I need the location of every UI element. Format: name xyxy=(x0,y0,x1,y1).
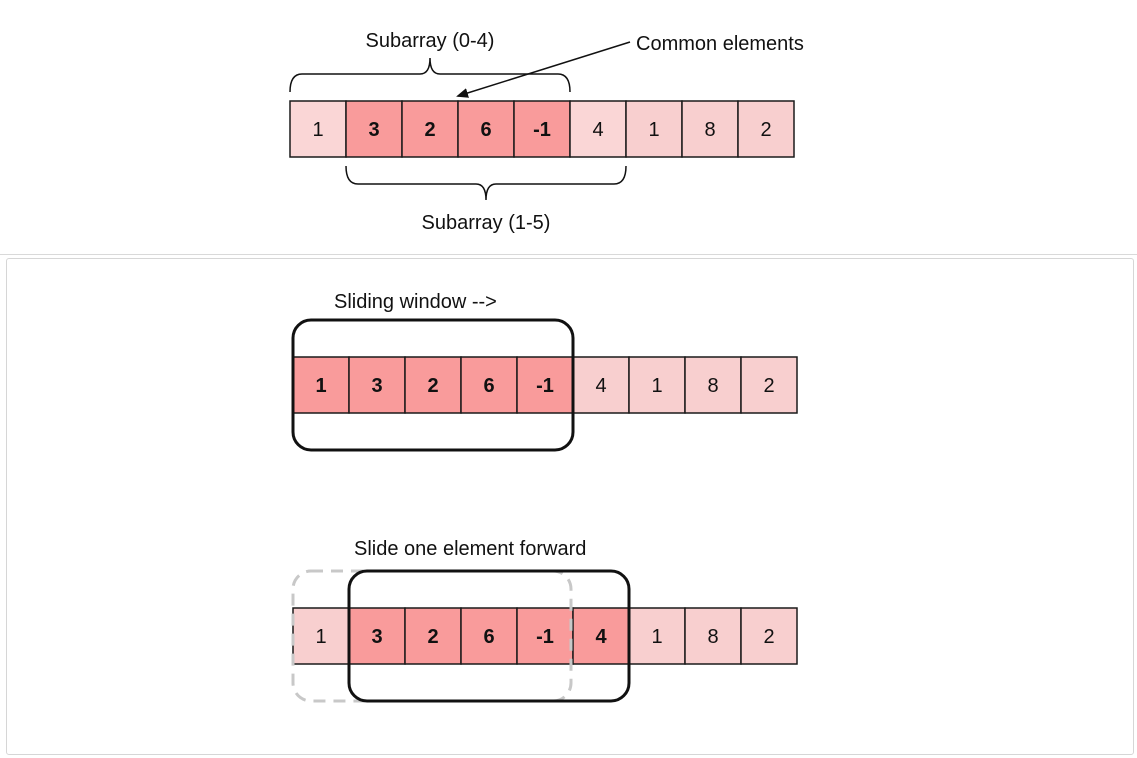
common-elements-arrow xyxy=(456,41,631,98)
array-cell xyxy=(404,607,462,665)
array-cell-value: 3 xyxy=(371,626,382,648)
array-cell xyxy=(457,100,515,158)
array-cell xyxy=(401,100,459,158)
array-cell-value: 8 xyxy=(707,375,718,397)
current-window-frame xyxy=(347,569,631,703)
array-cell-value: -1 xyxy=(536,375,554,397)
slide-forward-label: Slide one element forward xyxy=(354,538,586,560)
array-cell xyxy=(572,607,630,665)
common-elements-label: Common elements xyxy=(636,33,804,55)
array-cell-value: 2 xyxy=(427,375,438,397)
array-cell xyxy=(684,356,742,414)
subarray-0-4-brace xyxy=(289,57,571,93)
sliding-window-panel xyxy=(6,258,1134,755)
array-cell xyxy=(740,607,798,665)
array-cell-value: 2 xyxy=(760,119,771,141)
array-cell-value: 4 xyxy=(595,375,606,397)
array-cell-value: 6 xyxy=(480,119,491,141)
sliding-window-frame xyxy=(291,318,575,452)
array-cell xyxy=(684,607,742,665)
array-cell-value: 1 xyxy=(651,626,662,648)
array-cell xyxy=(625,100,683,158)
array-cell xyxy=(569,100,627,158)
array-cell xyxy=(516,356,574,414)
array-cell-value: 1 xyxy=(651,375,662,397)
array-cell xyxy=(292,356,350,414)
array-cell-value: 1 xyxy=(315,375,326,397)
array-cell-value: 2 xyxy=(427,626,438,648)
array-cell-value: 1 xyxy=(315,626,326,648)
array-cell-value: 2 xyxy=(763,626,774,648)
slide-array-row: 1 3 2 6 -1 4 1 8 2 xyxy=(292,607,798,665)
array-cell-value: 3 xyxy=(371,375,382,397)
array-cell-value: 1 xyxy=(312,119,323,141)
array-cell-value: 2 xyxy=(424,119,435,141)
array-cell-value: 4 xyxy=(592,119,603,141)
array-cell xyxy=(513,100,571,158)
array-cell xyxy=(628,356,686,414)
array-cell-value: 6 xyxy=(483,375,494,397)
array-cell-value: 8 xyxy=(704,119,715,141)
top-array-row: 1 3 2 6 -1 4 1 8 2 xyxy=(289,100,795,158)
subarray-0-4-label: Subarray (0-4) xyxy=(366,30,495,52)
array-cell xyxy=(404,356,462,414)
array-cell xyxy=(737,100,795,158)
array-cell xyxy=(628,607,686,665)
array-cell-value: 4 xyxy=(595,626,607,648)
sliding-window-label: Sliding window --> xyxy=(334,291,497,313)
array-cell xyxy=(292,607,350,665)
array-cell-value: -1 xyxy=(533,119,551,141)
array-cell xyxy=(348,356,406,414)
array-cell-value: 3 xyxy=(368,119,379,141)
array-cell xyxy=(681,100,739,158)
subarray-1-5-brace xyxy=(345,165,627,201)
array-cell xyxy=(740,356,798,414)
array-cell xyxy=(345,100,403,158)
array-cell-value: 8 xyxy=(707,626,718,648)
array-cell-value: 1 xyxy=(648,119,659,141)
array-cell-value: 6 xyxy=(483,626,494,648)
array-cell-value: -1 xyxy=(536,626,554,648)
subarray-1-5-label: Subarray (1-5) xyxy=(422,212,551,234)
array-cell-value: 2 xyxy=(763,375,774,397)
window-array-row: 1 3 2 6 -1 4 1 8 2 xyxy=(292,356,798,414)
